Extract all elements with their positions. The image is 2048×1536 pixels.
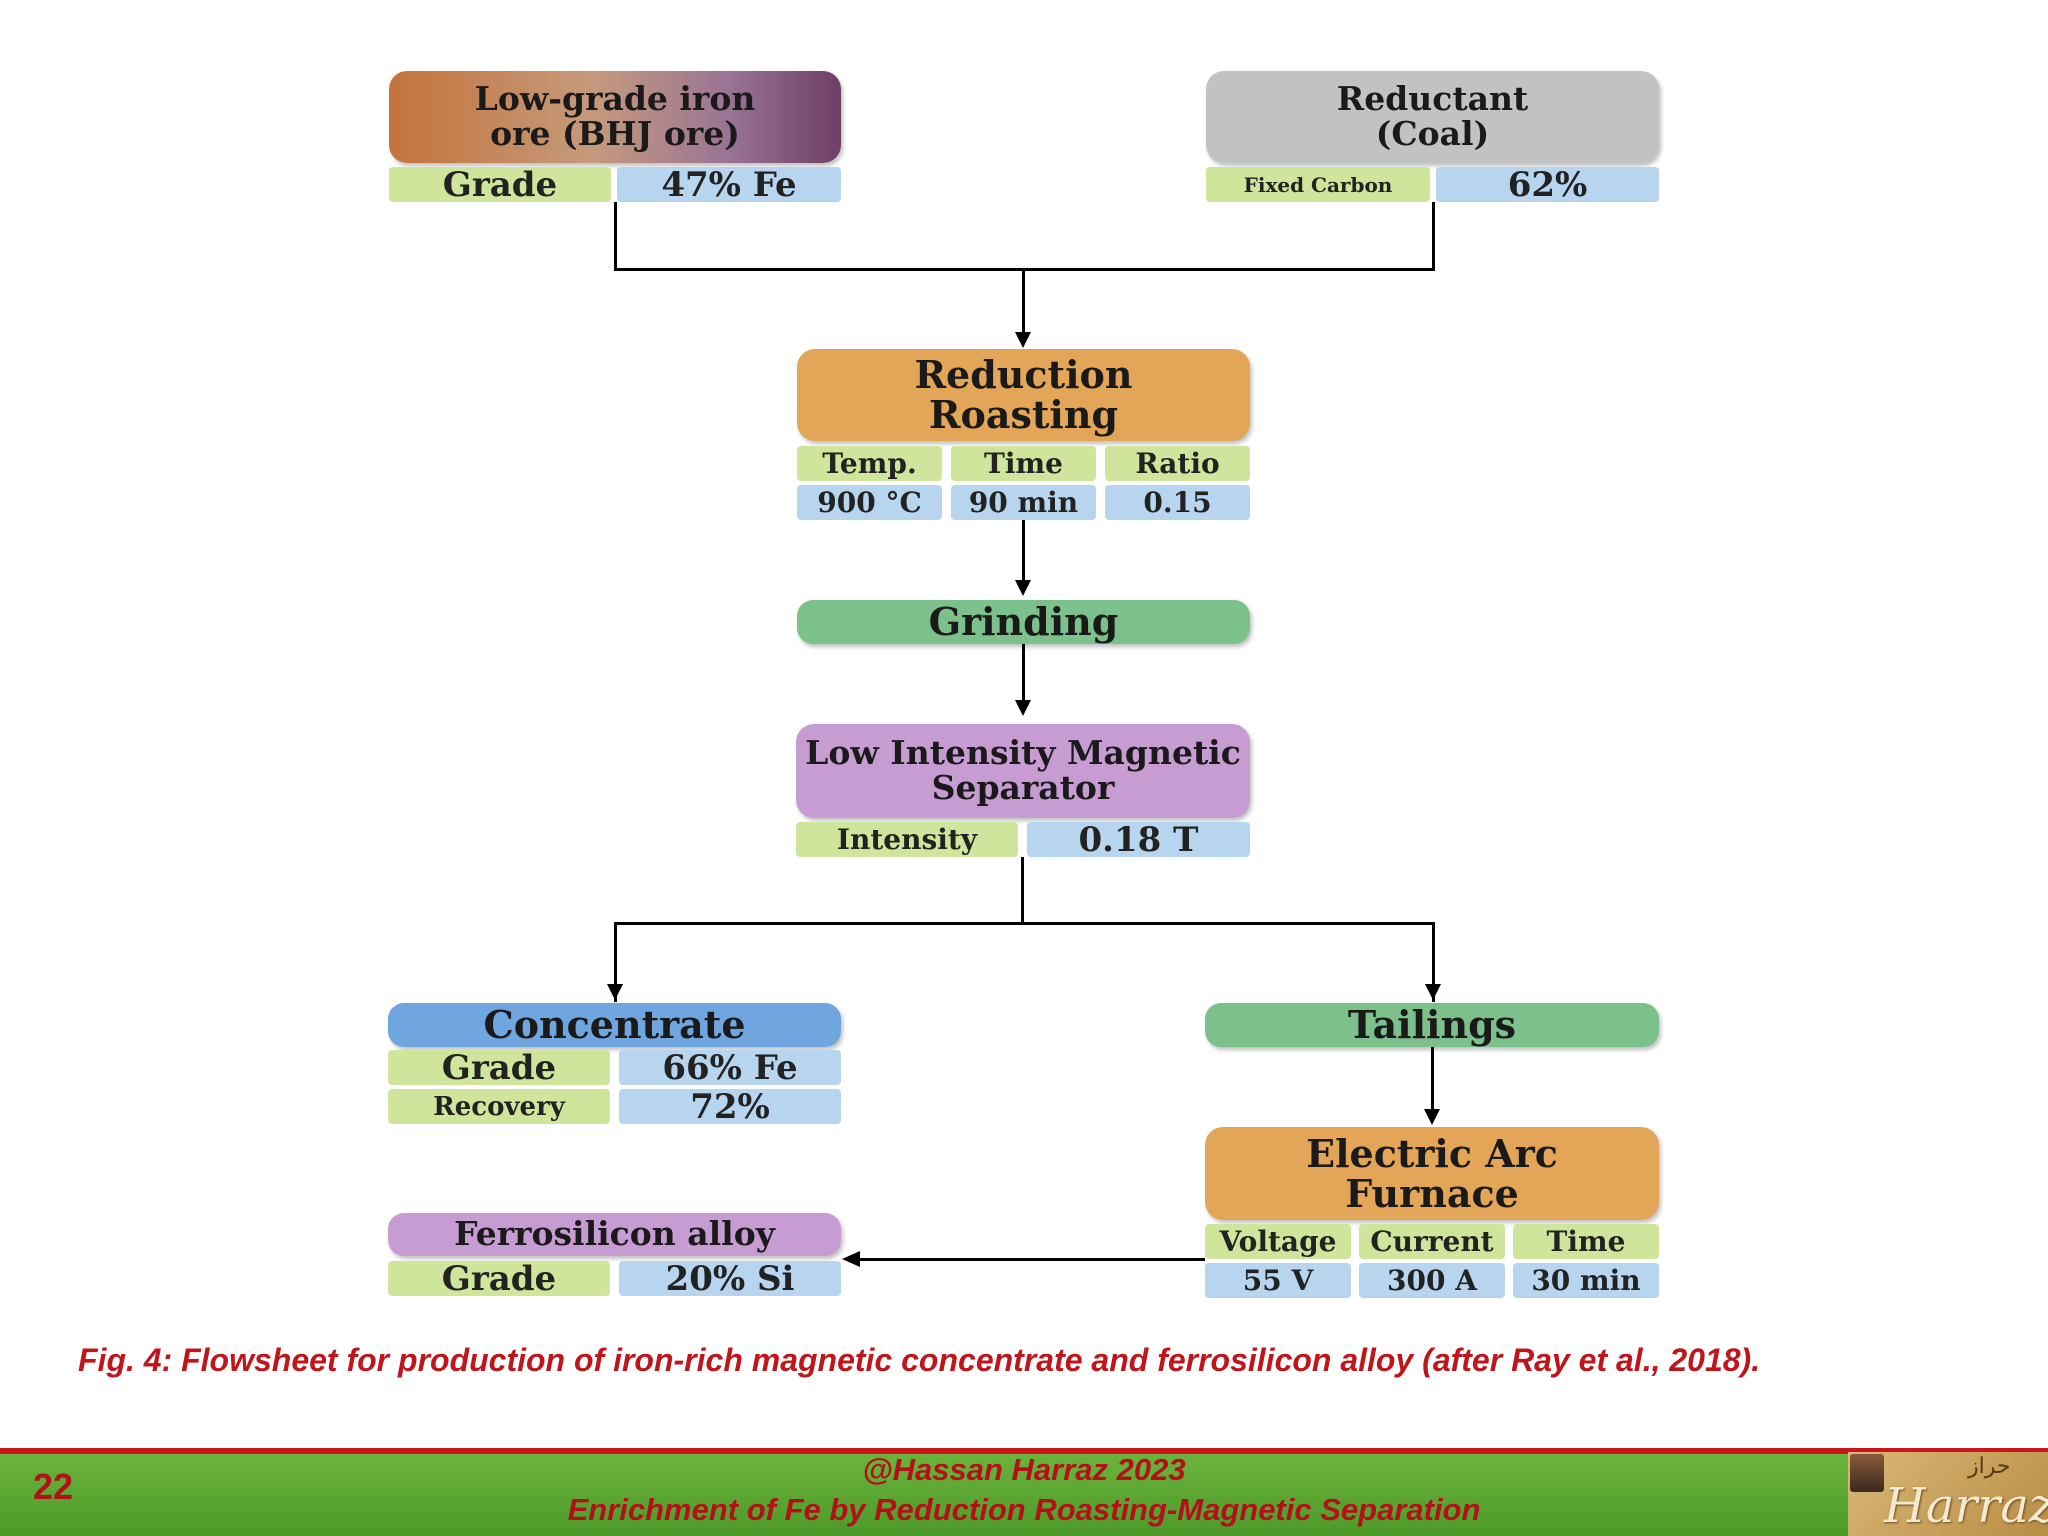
arrow-down-icon xyxy=(607,984,623,1000)
furnace-param-label: Current xyxy=(1359,1224,1505,1259)
roasting-param-value: 90 min xyxy=(951,485,1096,520)
arrow-down-icon xyxy=(1015,332,1031,348)
connector-line xyxy=(1022,520,1025,580)
tailings-node: Tailings xyxy=(1205,1003,1659,1047)
ferrosilicon-grade-label: Grade xyxy=(388,1259,610,1299)
arrow-down-icon xyxy=(1424,1109,1440,1125)
separator-title: Low Intensity Magnetic Separator xyxy=(805,733,1241,807)
furnace-param-value: 30 min xyxy=(1513,1263,1659,1298)
ore-grade-label: Grade xyxy=(389,165,611,205)
arrow-down-icon xyxy=(1425,984,1441,1000)
page-number: 22 xyxy=(33,1466,74,1507)
figure-caption: Fig. 4: Flowsheet for production of iron… xyxy=(78,1342,1761,1378)
tailings-title: Tailings xyxy=(1347,1002,1517,1048)
arrow-left-icon xyxy=(842,1251,860,1267)
furnace-node: Electric Arc Furnace xyxy=(1205,1127,1659,1220)
connector-line xyxy=(1431,1047,1434,1109)
furnace-param-label: Time xyxy=(1513,1224,1659,1259)
logo-text: Harraz xyxy=(1884,1478,2048,1534)
reductant-node: Reductant (Coal) xyxy=(1206,71,1659,163)
roasting-param-label: Temp. xyxy=(797,446,942,481)
roasting-param-value: 0.15 xyxy=(1105,485,1250,520)
roasting-param-label: Ratio xyxy=(1105,446,1250,481)
connector-line xyxy=(1021,857,1024,925)
arrow-down-icon xyxy=(1015,580,1031,596)
grinding-node: Grinding xyxy=(797,600,1250,644)
roasting-node: Reduction Roasting xyxy=(797,349,1250,441)
concentrate-title: Concentrate xyxy=(483,1002,746,1048)
reductant-carbon-value: 62% xyxy=(1436,165,1659,205)
connector-line xyxy=(614,922,1435,925)
ferrosilicon-grade-value: 20% Si xyxy=(619,1259,841,1299)
furnace-title: Electric Arc Furnace xyxy=(1306,1130,1558,1216)
arrow-down-icon xyxy=(1015,700,1031,716)
logo-arabic: حراز xyxy=(1968,1454,2011,1479)
harraz-logo: حراز Harraz xyxy=(1848,1452,2048,1536)
furnace-param-label: Voltage xyxy=(1205,1224,1351,1259)
concentrate-row-value: 72% xyxy=(619,1087,841,1127)
concentrate-row-value: 66% Fe xyxy=(619,1048,841,1088)
furnace-param-value: 300 A xyxy=(1359,1263,1505,1298)
furnace-param-value: 55 V xyxy=(1205,1263,1351,1298)
ore-grade-value: 47% Fe xyxy=(617,165,841,205)
connector-line xyxy=(1022,644,1025,700)
ore-title: Low-grade iron ore (BHJ ore) xyxy=(474,79,756,153)
footer-author: @Hassan Harraz 2023 xyxy=(862,1452,1186,1487)
separator-intensity-value: 0.18 T xyxy=(1027,820,1250,860)
ferrosilicon-node: Ferrosilicon alloy xyxy=(388,1213,841,1256)
grinding-title: Grinding xyxy=(928,599,1119,645)
footer-bar xyxy=(0,1448,2048,1536)
ferrosilicon-title: Ferrosilicon alloy xyxy=(454,1214,775,1254)
roasting-param-value: 900 °C xyxy=(797,485,942,520)
concentrate-node: Concentrate xyxy=(388,1003,841,1047)
concentrate-row-label: Grade xyxy=(388,1048,610,1088)
concentrate-row-label: Recovery xyxy=(388,1089,610,1124)
connector-line xyxy=(1432,922,1435,1002)
avatar xyxy=(1850,1454,1884,1492)
footer-subtitle: Enrichment of Fe by Reduction Roasting-M… xyxy=(567,1492,1481,1527)
separator-intensity-label: Intensity xyxy=(796,822,1018,857)
roasting-param-label: Time xyxy=(951,446,1096,481)
connector-line xyxy=(1432,202,1435,271)
separator-node: Low Intensity Magnetic Separator xyxy=(796,724,1250,818)
reductant-title: Reductant (Coal) xyxy=(1336,79,1529,153)
reductant-carbon-label: Fixed Carbon xyxy=(1206,167,1430,202)
connector-line xyxy=(858,1258,1205,1261)
ore-node: Low-grade iron ore (BHJ ore) xyxy=(389,71,841,163)
connector-line xyxy=(614,922,617,1002)
connector-line xyxy=(1022,268,1025,332)
roasting-title: Reduction Roasting xyxy=(914,352,1133,437)
connector-line xyxy=(614,202,617,271)
